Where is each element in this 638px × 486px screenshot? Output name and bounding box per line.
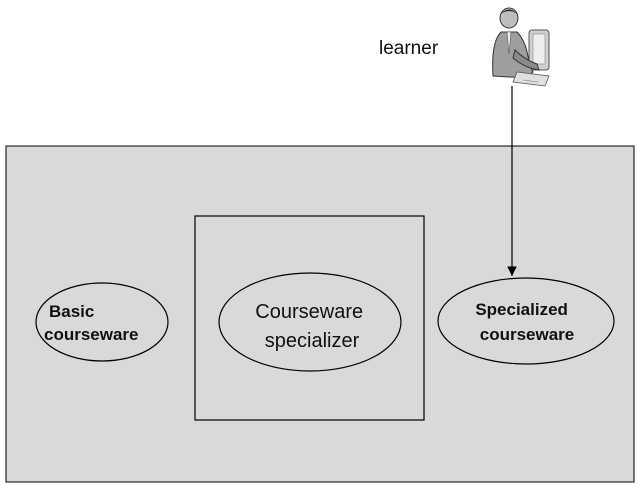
system-boundary (5, 145, 635, 483)
basic-courseware-label: Basic courseware (44, 302, 139, 344)
basic-courseware-label-line-2: courseware (44, 325, 139, 344)
specializer-container (194, 215, 425, 421)
courseware-specializer-label-line-1: Courseware (255, 301, 363, 323)
specialized-courseware-label: Specialized courseware (475, 300, 574, 344)
specialized-courseware-label-line-1: Specialized (475, 300, 568, 319)
courseware-specializer-ellipse (218, 272, 402, 372)
basic-courseware-ellipse (35, 282, 169, 362)
learner-label: learner (379, 38, 439, 59)
basic-courseware-label-line-1: Basic (49, 302, 94, 321)
courseware-specializer-label: Courseware specializer (255, 301, 368, 352)
person-at-computer-icon (492, 7, 550, 87)
courseware-specializer-label-line-2: specializer (265, 330, 360, 352)
specialized-courseware-label-line-2: courseware (480, 325, 575, 344)
specialized-courseware-ellipse (437, 277, 615, 365)
